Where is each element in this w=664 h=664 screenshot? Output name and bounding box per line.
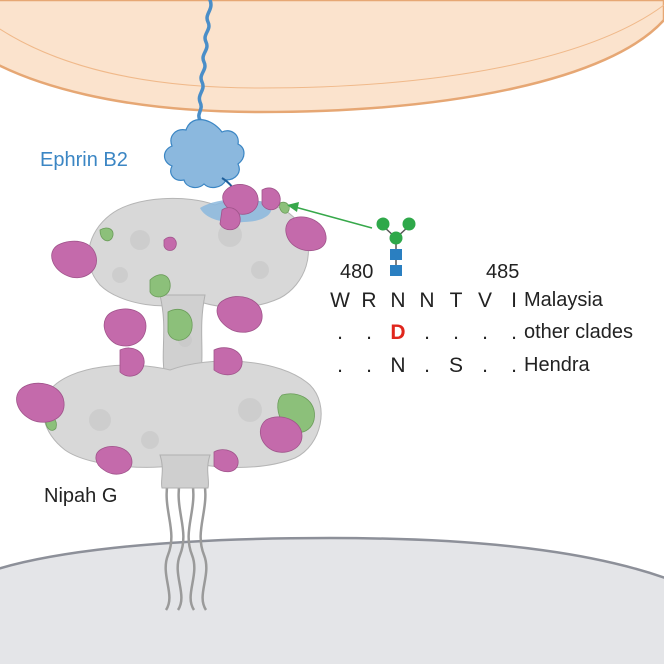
residue-2-2: . xyxy=(357,322,381,343)
ephrin-b2-label: Ephrin B2 xyxy=(40,150,128,170)
residue-2-1: . xyxy=(328,322,352,343)
residue-1-5: T xyxy=(444,290,468,311)
residue-1-1: W xyxy=(328,290,352,311)
residue-3-4: . xyxy=(415,355,439,376)
row-name-other-clades: other clades xyxy=(524,322,633,342)
residue-1-3: N xyxy=(386,290,410,311)
residue-3-5: S xyxy=(444,355,468,376)
ephrin-b2-domain xyxy=(165,120,245,188)
residue-3-7: . xyxy=(502,355,526,376)
residue-2-3-mutation: D xyxy=(386,322,410,343)
lower-stem xyxy=(160,455,210,488)
residue-2-7: . xyxy=(502,322,526,343)
residue-1-7: I xyxy=(502,290,526,311)
residue-3-1: . xyxy=(328,355,352,376)
upper-head-dimer xyxy=(89,198,309,307)
residue-1-6: V xyxy=(473,290,497,311)
residue-3-6: . xyxy=(473,355,497,376)
residue-3-3: N xyxy=(386,355,410,376)
residue-1-2: R xyxy=(357,290,381,311)
residue-2-5: . xyxy=(444,322,468,343)
start-position-label: 480 xyxy=(340,262,373,282)
row-name-malaysia: Malaysia xyxy=(524,290,603,310)
target-cell-membrane xyxy=(0,0,664,112)
nipah-g-label: Nipah G xyxy=(44,486,117,506)
glycan-tree-icon xyxy=(377,218,416,277)
residue-1-4: N xyxy=(415,290,439,311)
residue-3-2: . xyxy=(357,355,381,376)
viral-membrane xyxy=(0,538,664,664)
end-position-label: 485 xyxy=(486,262,519,282)
row-name-hendra: Hendra xyxy=(524,355,590,375)
residue-2-4: . xyxy=(415,322,439,343)
residue-2-6: . xyxy=(473,322,497,343)
